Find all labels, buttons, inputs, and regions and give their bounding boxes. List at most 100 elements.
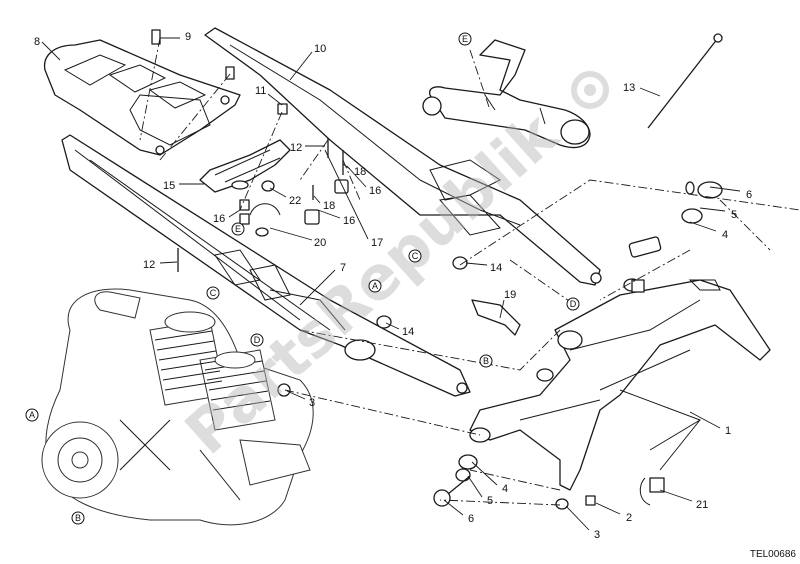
- reference-letter: A: [29, 410, 35, 420]
- leader-line-p20: [269, 227, 313, 241]
- leader-line-p3a: [565, 505, 590, 531]
- leader-line-p16c: [317, 209, 341, 219]
- leader-line-p5b: [467, 475, 483, 498]
- leader-line-p14a: [465, 262, 488, 266]
- reference-circle: [408, 249, 422, 263]
- rear-subframe: [61, 134, 471, 397]
- part-label-p13: 13: [623, 82, 635, 94]
- part-label-p11: 11: [255, 85, 266, 97]
- leader-line-p11: [267, 93, 283, 106]
- bracket-plate: [199, 139, 291, 193]
- engine-illustration: [41, 288, 314, 526]
- reference-circle: [231, 222, 245, 236]
- part-label-p7: 7: [340, 262, 346, 274]
- part-label-p10: 10: [314, 43, 326, 55]
- reference-marker-refA1: A: [368, 279, 382, 293]
- reference-marker-refC2: C: [206, 286, 220, 300]
- part-label-p22: 22: [289, 195, 301, 207]
- part-label-p21: 21: [696, 499, 708, 511]
- leader-line-p22: [269, 187, 287, 198]
- reference-circle: [25, 408, 39, 422]
- leader-line-p18a: [342, 163, 351, 170]
- reference-marker-refA2: A: [25, 408, 39, 422]
- exhaust-bracket: [422, 39, 591, 149]
- part-label-p5b: 5: [487, 495, 493, 507]
- leader-line-p10: [289, 51, 313, 81]
- drawing-code: TEL00686: [749, 549, 796, 560]
- reference-marker-refE2: E: [458, 32, 472, 46]
- reference-circle: [566, 297, 580, 311]
- upper-frame-rail: [204, 27, 602, 286]
- part-label-p17: 17: [371, 237, 383, 249]
- part-label-p18a: 18: [354, 166, 366, 178]
- part-label-p3a: 3: [594, 529, 600, 541]
- reference-letter: C: [412, 251, 419, 261]
- leader-line-p8: [41, 41, 61, 61]
- part-label-p1: 1: [725, 425, 731, 437]
- reference-marker-refC1: C: [408, 249, 422, 263]
- reference-marker-refD2: D: [250, 333, 264, 347]
- hardware-parts: [151, 29, 723, 510]
- leader-line-p17: [324, 149, 369, 240]
- part-label-p12b: 12: [143, 259, 155, 271]
- reference-circle: [250, 333, 264, 347]
- reference-marker-refE1: E: [231, 222, 245, 236]
- part-label-p16b: 16: [369, 185, 381, 197]
- part-label-p4b: 4: [502, 483, 508, 495]
- main-frame: [469, 278, 771, 491]
- leader-line-p1: [689, 411, 721, 429]
- leader-line-p6b: [443, 499, 464, 516]
- leader-line-p3b: [286, 390, 306, 400]
- reference-markers: A A B B C C D D E E: [25, 32, 580, 525]
- part-label-p3b: 3: [309, 397, 315, 409]
- reference-circle: [71, 511, 85, 525]
- reference-marker-refD1: D: [566, 297, 580, 311]
- part-label-p20: 20: [314, 237, 326, 249]
- part-label-p4a: 4: [722, 229, 728, 241]
- leader-line-p2: [595, 502, 621, 515]
- leader-line-p5a: [699, 207, 726, 212]
- leader-line-p19: [499, 299, 505, 319]
- part-label-p15: 15: [163, 180, 175, 192]
- reference-letter: B: [75, 513, 81, 523]
- part-label-p6b: 6: [468, 513, 474, 525]
- part-label-p16c: 16: [343, 215, 355, 227]
- part-label-p18b: 18: [323, 200, 335, 212]
- leader-lines: [41, 37, 741, 531]
- alignment-lines: [139, 37, 800, 506]
- part-label-p19: 19: [504, 289, 516, 301]
- gear-icon: [571, 71, 609, 109]
- part-label-p16a: 16: [213, 213, 225, 225]
- reference-circle: [479, 354, 493, 368]
- leader-line-p12b: [159, 261, 178, 264]
- reference-marker-refB1: B: [479, 354, 493, 368]
- leader-line-p4b: [471, 461, 498, 486]
- part-label-p9: 9: [185, 31, 191, 43]
- reference-letter: D: [570, 299, 577, 309]
- leader-line-p16b: [346, 165, 367, 188]
- reference-circle: [368, 279, 382, 293]
- reference-marker-refB2: B: [71, 511, 85, 525]
- leader-line-p21: [659, 489, 693, 502]
- leader-line-p7: [299, 269, 336, 306]
- luggage-rack: [43, 39, 241, 156]
- part-label-p6a: 6: [746, 189, 752, 201]
- reference-letter: A: [372, 281, 378, 291]
- part-label-p14b: 14: [402, 326, 414, 338]
- part-label-p14a: 14: [490, 262, 502, 274]
- leader-line-p4a: [689, 221, 717, 232]
- part-label-p2: 2: [626, 512, 632, 524]
- leader-line-p6a: [709, 186, 741, 192]
- reference-circle: [458, 32, 472, 46]
- leader-line-p13: [639, 87, 661, 97]
- reference-circle: [206, 286, 220, 300]
- reference-letter: D: [254, 335, 261, 345]
- long-bolt: [647, 33, 723, 129]
- leader-line-p14b: [385, 322, 400, 330]
- reference-letter: B: [483, 356, 489, 366]
- part-label-p8: 8: [34, 36, 40, 48]
- leader-line-p16a: [228, 209, 241, 218]
- part-label-p5a: 5: [731, 209, 737, 221]
